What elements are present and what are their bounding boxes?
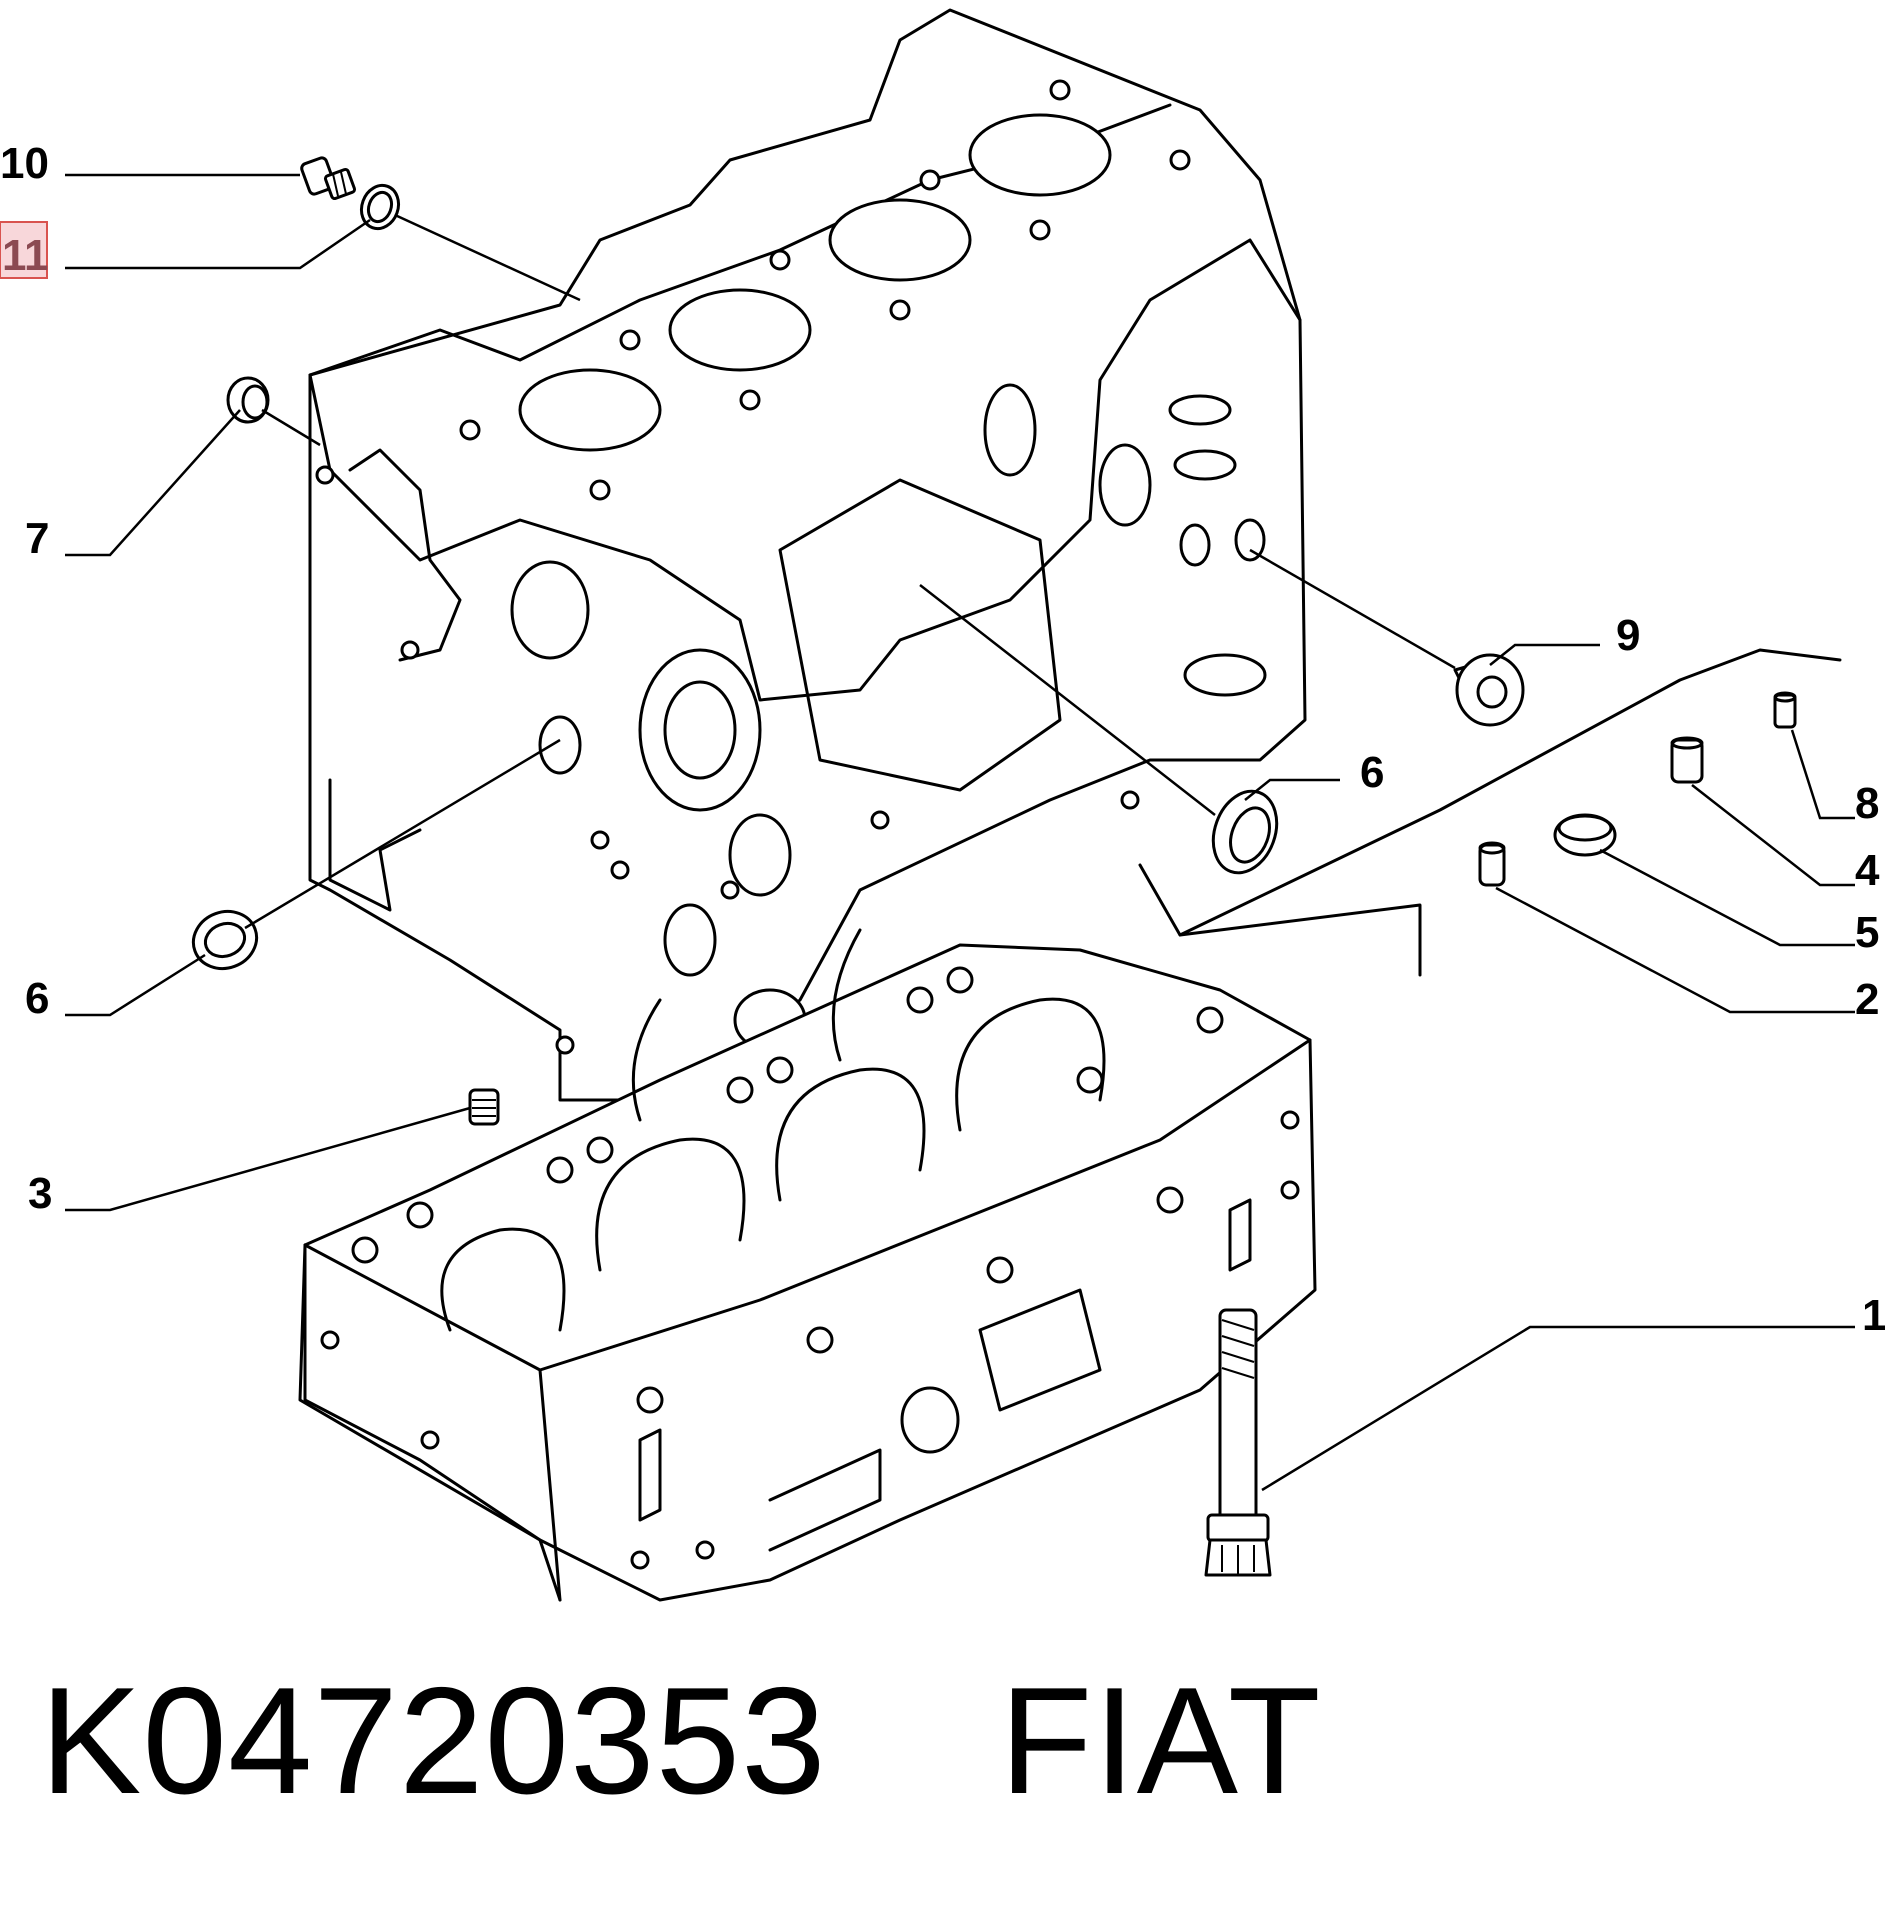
crankcase-lower <box>298 928 1317 1602</box>
engine-block-upper <box>308 8 1307 1102</box>
callout-6-right[interactable]: 6 <box>1360 748 1384 797</box>
seal-cap-6-right <box>1211 789 1279 875</box>
leader-lines <box>65 173 1855 1492</box>
guide-line-b <box>1178 648 1842 937</box>
callout-8[interactable]: 8 <box>1855 779 1879 828</box>
callout-4[interactable]: 4 <box>1855 846 1880 895</box>
callout-10[interactable]: 10 <box>0 139 49 188</box>
seal-cap-6-left <box>191 910 259 970</box>
dowel-4 <box>1670 736 1704 784</box>
callout-5[interactable]: 5 <box>1855 908 1879 957</box>
part-number-title: K04720353 FIAT <box>40 1656 1322 1826</box>
plug-10 <box>300 156 357 201</box>
callout-2[interactable]: 2 <box>1855 975 1879 1024</box>
bolt-1 <box>1204 1308 1272 1577</box>
washer-11 <box>359 183 401 231</box>
bushing-2 <box>1478 841 1506 887</box>
callout-1[interactable]: 1 <box>1862 1291 1885 1340</box>
callout-3[interactable]: 3 <box>28 1169 52 1218</box>
callout-7[interactable]: 7 <box>25 514 49 563</box>
guide-line-a <box>1138 863 1422 977</box>
grub-screw-3 <box>468 1088 500 1126</box>
callout-11-highlight <box>0 221 48 279</box>
callout-11[interactable]: 11 <box>2 231 49 280</box>
drain-plug-9 <box>1453 653 1525 727</box>
callout-9[interactable]: 9 <box>1616 611 1640 660</box>
dowel-pin-8 <box>1773 691 1797 729</box>
callout-6-left[interactable]: 6 <box>25 974 49 1023</box>
ring-5 <box>1553 813 1617 857</box>
